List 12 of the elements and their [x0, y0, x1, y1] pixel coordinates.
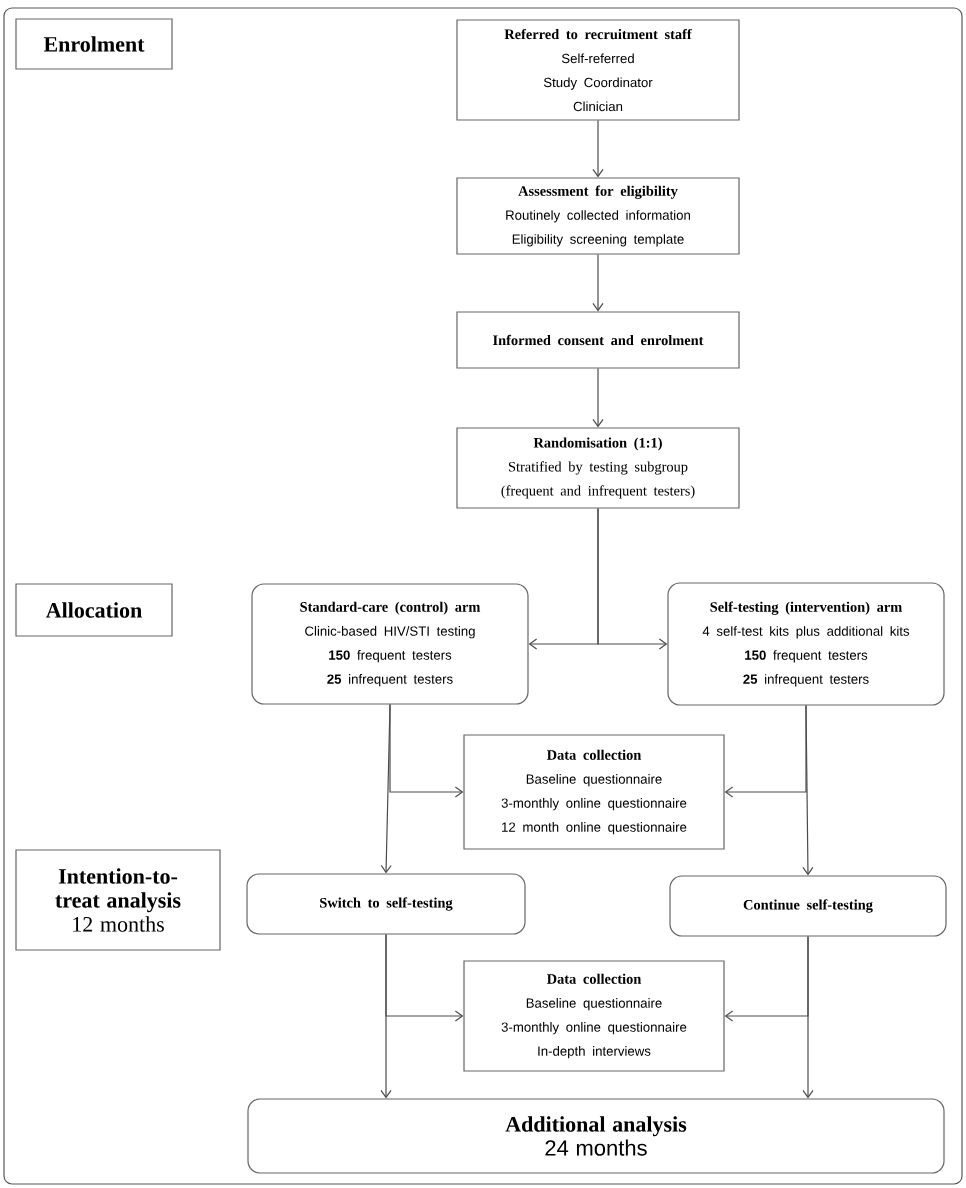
- phase-label-box: Intention-to-treat analysis 12 months: [15, 849, 221, 951]
- arrow: [592, 254, 604, 312]
- arrow: [597, 508, 668, 650]
- arrow: [389, 704, 464, 798]
- phase-label-box: Enrolment: [15, 18, 173, 70]
- arrow: [385, 934, 464, 1022]
- phase-label-box: Allocation: [15, 583, 173, 637]
- arrow: [724, 936, 809, 1022]
- outcome-box: Additional analysis 24 months: [247, 1098, 945, 1174]
- arrow: [592, 368, 604, 428]
- arrow: [724, 705, 807, 798]
- arrow: [592, 120, 604, 178]
